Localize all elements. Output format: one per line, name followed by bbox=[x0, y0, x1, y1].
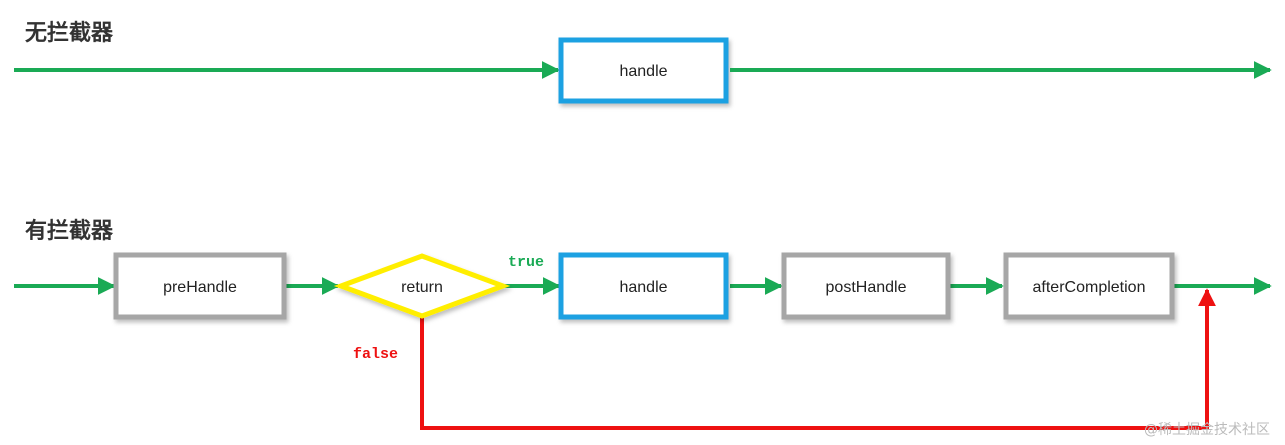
return-label: return bbox=[401, 279, 443, 296]
section-title-without-interceptor: 无拦截器 bbox=[25, 21, 114, 46]
handle-label: handle bbox=[619, 63, 667, 80]
posthandle-label: postHandle bbox=[826, 279, 907, 296]
handle-label-intercepted: handle bbox=[619, 279, 667, 296]
aftercompletion-node bbox=[1003, 252, 1175, 320]
true-label: true bbox=[508, 254, 544, 271]
false-path-arrow bbox=[420, 288, 1216, 430]
posthandle-node bbox=[781, 252, 951, 320]
false-label: false bbox=[353, 346, 398, 363]
handle-node-intercepted bbox=[558, 252, 729, 320]
watermark-text: @稀土掘金技术社区 bbox=[1144, 422, 1270, 438]
prehandle-node bbox=[113, 252, 287, 320]
aftercompletion-label: afterCompletion bbox=[1033, 279, 1146, 296]
section-title-with-interceptor: 有拦截器 bbox=[25, 218, 114, 244]
prehandle-label: preHandle bbox=[163, 279, 237, 296]
handle-node bbox=[558, 37, 729, 104]
return-decision-node bbox=[333, 253, 511, 319]
